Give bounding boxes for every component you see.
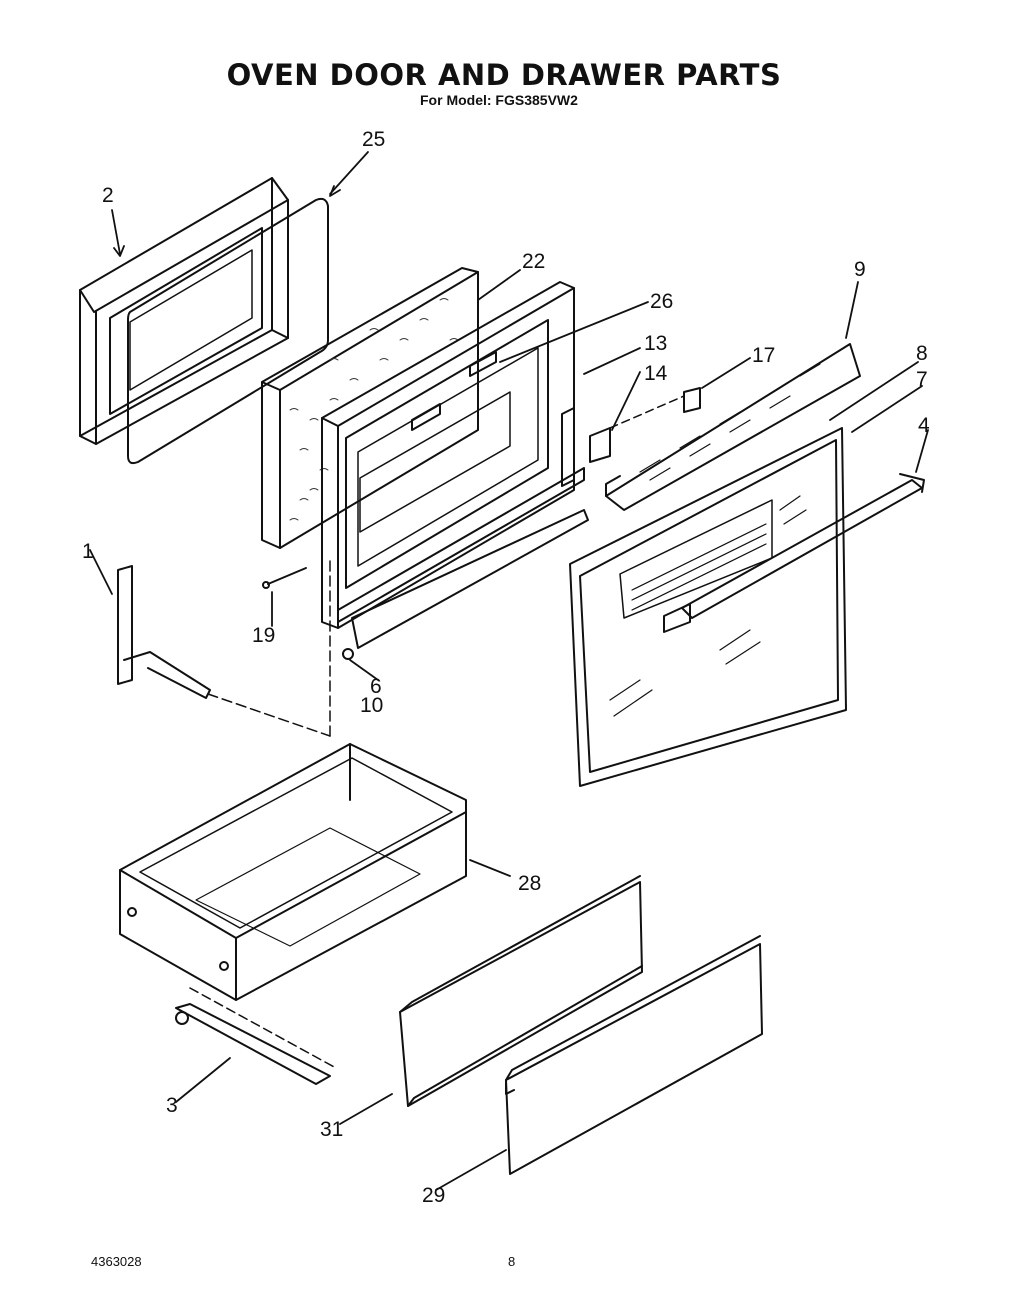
part-31-drawer-panel — [399, 875, 643, 1107]
callout-9: 9 — [854, 258, 866, 281]
callout-10: 10 — [360, 694, 383, 717]
callout-14: 14 — [644, 362, 668, 385]
part-19-screw — [262, 567, 307, 589]
part-17-clip — [683, 387, 701, 413]
part-2-gasket-frame — [79, 177, 289, 445]
callout-29: 29 — [422, 1184, 445, 1207]
leader-lines — [89, 151, 929, 1191]
model-subtitle: For Model: FGS385VW2 — [420, 92, 578, 108]
part-1-hinge — [117, 559, 331, 737]
callout-4: 4 — [918, 414, 930, 437]
part-13-inner-door — [321, 281, 585, 629]
callout-6: 6 — [370, 675, 382, 698]
document-number: 4363028 — [91, 1254, 142, 1269]
part-9-vent — [605, 343, 861, 511]
callout-26: 26 — [650, 290, 673, 313]
part-14-clip — [589, 395, 685, 463]
part-4-handle — [681, 473, 925, 619]
callout-7: 7 — [916, 368, 928, 391]
part-25-gasket-loop — [127, 197, 329, 465]
part-10-screw — [342, 648, 354, 660]
callout-2: 2 — [102, 184, 114, 207]
callout-22: 22 — [522, 250, 545, 273]
callout-labels: 1 2 3 4 6 7 8 9 10 13 14 17 19 22 25 26 … — [82, 128, 930, 1207]
callout-1: 1 — [82, 540, 94, 563]
part-6-trim-strip — [351, 509, 589, 649]
callout-17: 17 — [752, 344, 775, 367]
part-3-drawer-slide — [175, 987, 337, 1085]
callout-8: 8 — [916, 342, 928, 365]
callout-25: 25 — [362, 128, 385, 151]
part-22-insulation — [261, 267, 479, 549]
part-26-bracket — [411, 351, 497, 431]
callout-19: 19 — [252, 624, 275, 647]
callout-13: 13 — [644, 332, 667, 355]
callout-28: 28 — [518, 872, 541, 895]
part-28-drawer — [119, 743, 467, 1001]
page-title: OVEN DOOR AND DRAWER PARTS — [226, 58, 782, 92]
callout-3: 3 — [166, 1094, 178, 1117]
part-29-drawer-front — [505, 935, 763, 1175]
callout-31: 31 — [320, 1118, 343, 1141]
page-number: 8 — [508, 1254, 516, 1269]
